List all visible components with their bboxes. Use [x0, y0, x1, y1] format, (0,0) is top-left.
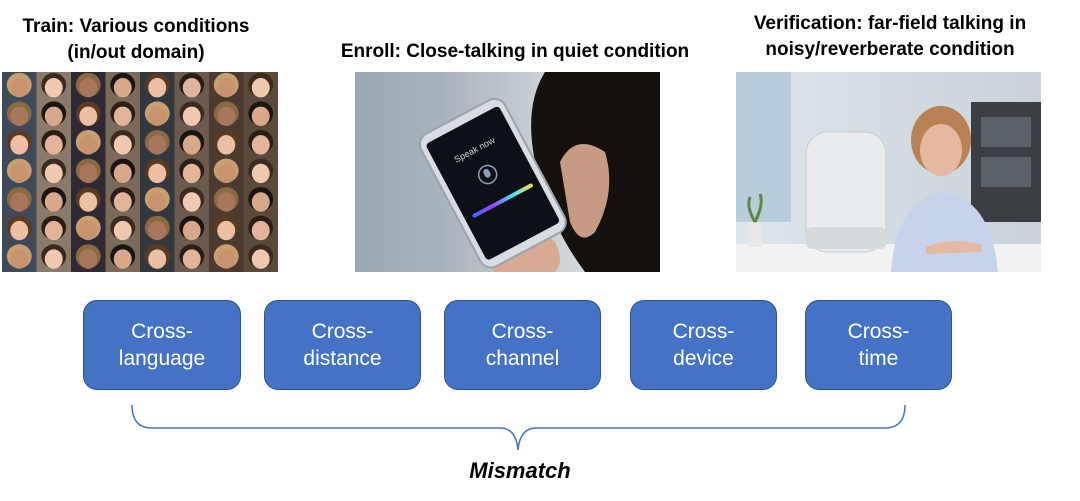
verification-title-line1: Verification: far-field talking in — [753, 13, 1027, 34]
train-title-line2: (in/out domain) — [67, 42, 205, 63]
mismatch-brace-path — [131, 404, 906, 451]
face-thumbnail — [243, 157, 278, 187]
face-thumbnail — [36, 100, 72, 130]
face-thumbnail — [209, 243, 244, 272]
cross-language-line1: Cross- — [131, 320, 193, 343]
face-thumbnail — [36, 243, 72, 272]
face-thumbnail — [174, 129, 210, 159]
face-thumbnail — [36, 214, 72, 244]
face-thumbnail — [2, 157, 37, 187]
cross-time-line2: time — [858, 347, 899, 370]
face-thumbnail — [174, 214, 210, 244]
face-thumbnail — [36, 186, 72, 216]
smart-speaker-image — [736, 72, 1041, 272]
face-thumbnail — [71, 100, 106, 130]
face-thumbnail — [2, 214, 37, 244]
face-grid-image — [2, 72, 278, 272]
cross-channel-line1: Cross- — [491, 320, 554, 343]
face-thumbnail — [209, 100, 244, 130]
face-thumbnail — [105, 214, 141, 244]
cross-time-line1: Cross- — [847, 320, 910, 343]
face-thumbnail — [209, 72, 244, 102]
cross-device-line1: Cross- — [672, 320, 735, 343]
face-thumbnail — [71, 214, 106, 244]
face-thumbnail — [71, 157, 106, 187]
microphone-icon — [477, 164, 498, 185]
face-thumbnail — [36, 72, 72, 102]
face-thumbnail — [140, 129, 175, 159]
face-thumbnail — [105, 129, 141, 159]
phone-image: Speak now — [355, 72, 660, 272]
face-thumbnail — [105, 186, 141, 216]
face-thumbnail — [243, 72, 278, 102]
enroll-title-line: Enroll: Close-talking in quiet condition — [340, 41, 690, 62]
face-grid-photo — [2, 72, 278, 272]
cross-channel-line2: channel — [485, 347, 560, 370]
face-thumbnail — [140, 243, 175, 272]
face-thumbnail — [36, 157, 72, 187]
face-thumbnail — [209, 186, 244, 216]
cross-device-box: Cross- device — [630, 300, 777, 390]
enroll-title: Enroll: Close-talking in quiet condition — [290, 39, 740, 65]
face-thumbnail — [209, 214, 244, 244]
face-thumbnail — [71, 72, 106, 102]
face-thumbnail — [71, 243, 106, 272]
face-thumbnail — [174, 157, 210, 187]
face-thumbnail — [140, 214, 175, 244]
face-thumbnail — [243, 243, 278, 272]
face-thumbnail — [243, 129, 278, 159]
face-thumbnail — [140, 186, 175, 216]
smart-speaker-photo — [736, 72, 1041, 272]
face-thumbnail — [174, 243, 210, 272]
face-thumbnail — [2, 72, 37, 102]
face-thumbnail — [243, 100, 278, 130]
train-title-line1: Train: Various conditions — [22, 16, 250, 37]
cross-time-box: Cross- time — [805, 300, 952, 390]
face-thumbnail — [140, 157, 175, 187]
face-thumbnail — [174, 72, 210, 102]
face-thumbnail — [105, 72, 141, 102]
cross-distance-line1: Cross- — [311, 320, 374, 343]
cross-distance-line2: distance — [303, 347, 382, 370]
face-thumbnail — [71, 186, 106, 216]
verification-title: Verification: far-field talking in noisy… — [720, 11, 1060, 63]
phone-photo: Speak now — [355, 72, 660, 272]
face-thumbnail — [174, 100, 210, 130]
mismatch-label: Mismatch — [469, 458, 571, 483]
cross-distance-box: Cross- distance — [264, 300, 421, 390]
face-thumbnail — [140, 72, 175, 102]
face-thumbnail — [105, 243, 141, 272]
face-thumbnail — [174, 186, 210, 216]
face-thumbnail — [209, 129, 244, 159]
face-thumbnail — [243, 214, 278, 244]
face-thumbnail — [71, 129, 106, 159]
cross-language-box: Cross- language — [83, 300, 241, 390]
cross-language-line2: language — [118, 347, 206, 370]
face-thumbnail — [2, 186, 37, 216]
face-thumbnail — [2, 129, 37, 159]
face-thumbnail — [36, 129, 72, 159]
train-title: Train: Various conditions (in/out domain… — [0, 14, 272, 66]
face-thumbnail — [140, 100, 175, 130]
cross-channel-box: Cross- channel — [444, 300, 601, 390]
face-thumbnail — [105, 100, 141, 130]
face-thumbnail — [105, 157, 141, 187]
verification-title-line2: noisy/reverberate condition — [765, 39, 1015, 60]
face-thumbnail — [209, 157, 244, 187]
face-thumbnail — [2, 100, 37, 130]
cross-device-line2: device — [673, 347, 734, 370]
face-thumbnail — [243, 186, 278, 216]
face-thumbnail — [2, 243, 37, 272]
